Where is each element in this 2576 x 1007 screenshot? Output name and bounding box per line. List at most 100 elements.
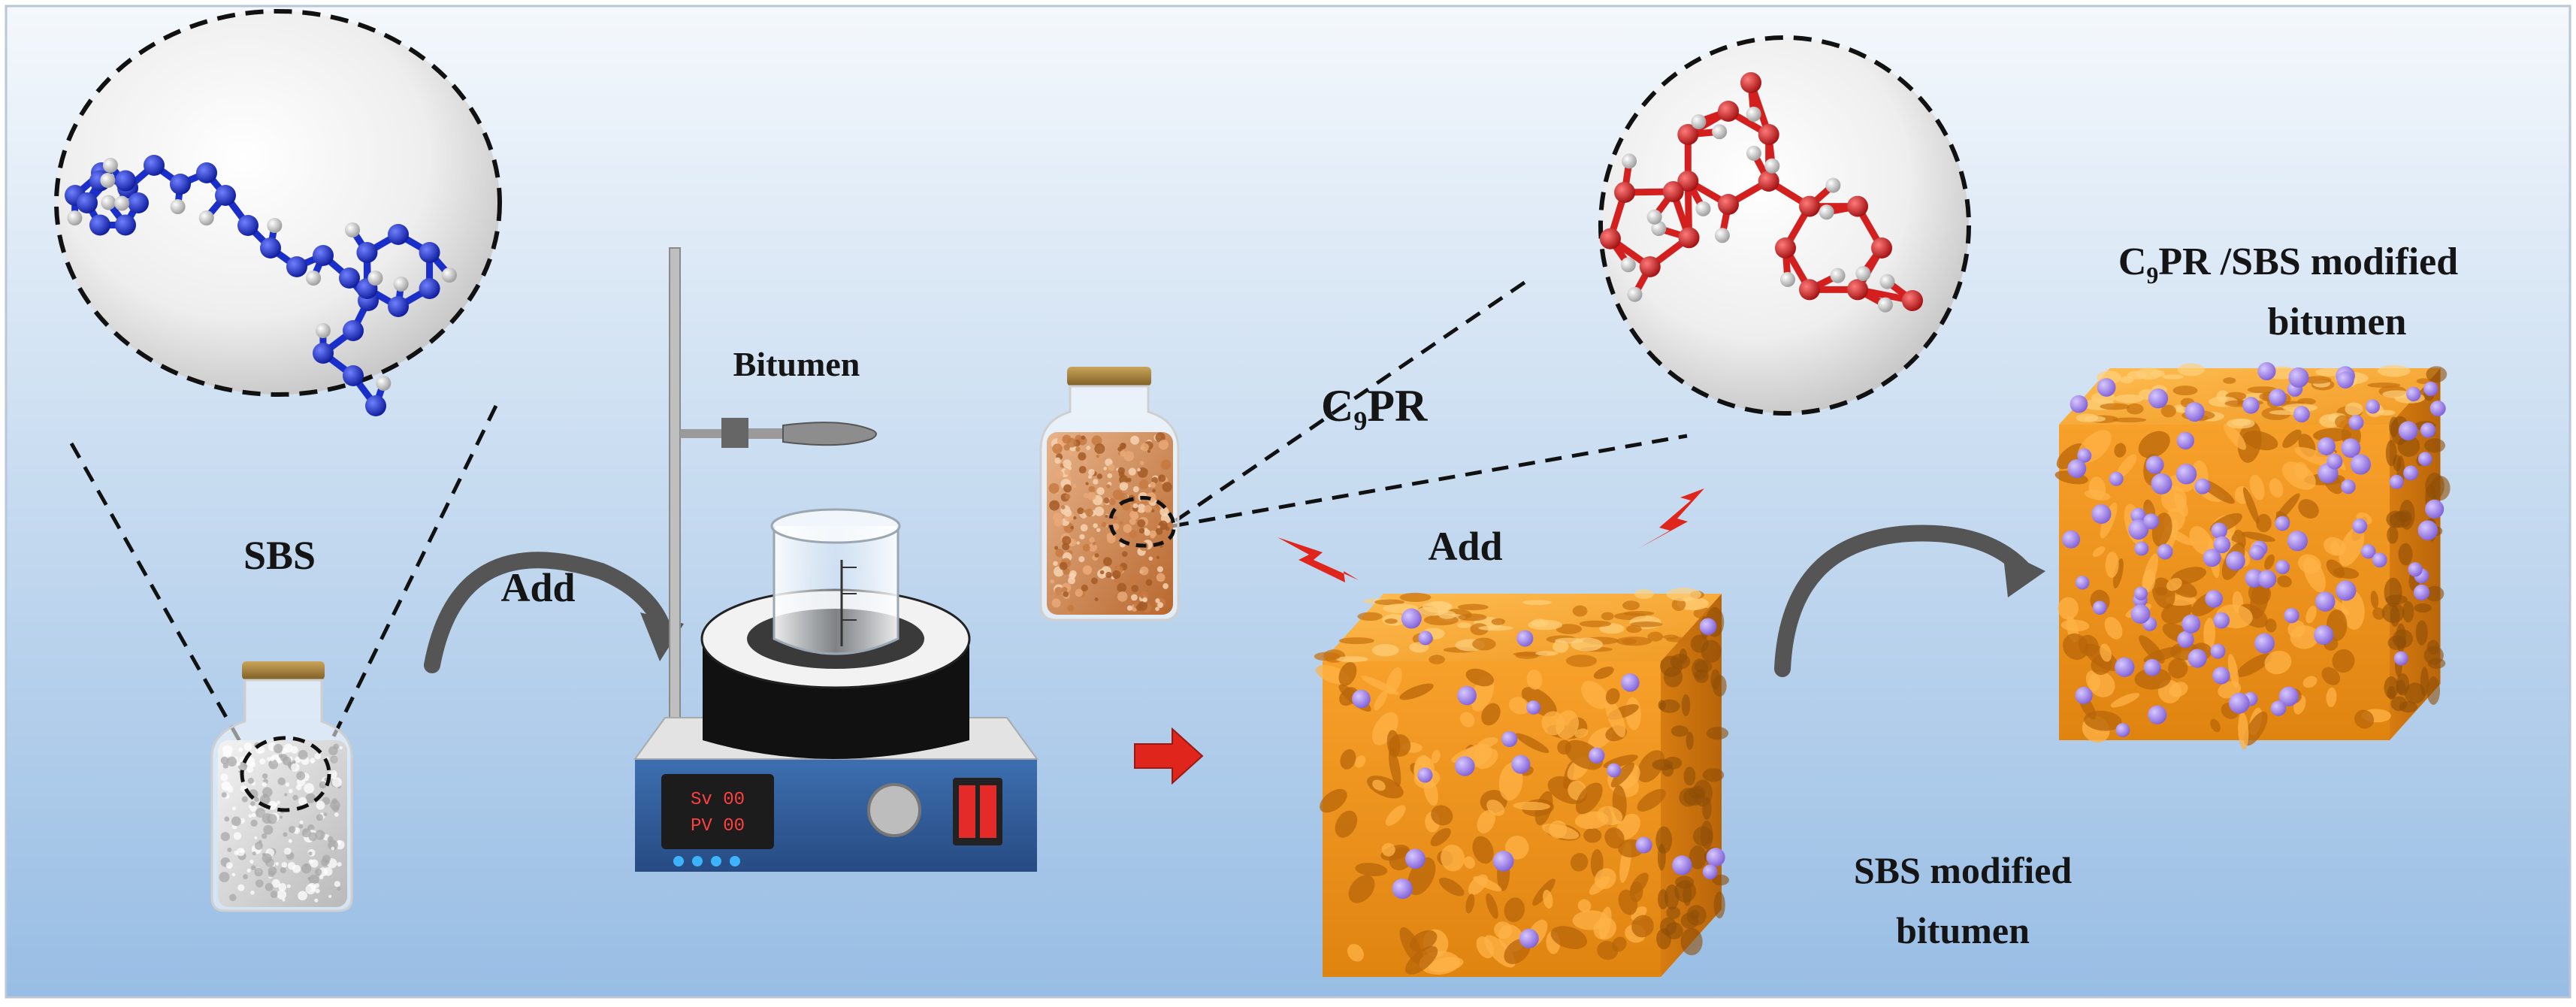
polymer-particle (2366, 399, 2380, 413)
granule (1155, 606, 1160, 611)
granule (1093, 479, 1098, 484)
pore (1679, 649, 1687, 664)
hydrogen-atom (267, 218, 282, 233)
polymer-particle (2336, 580, 2356, 600)
polymer-particle (2214, 536, 2231, 553)
polymer-particle (2131, 604, 2151, 624)
hydrogen-atom (1627, 287, 1642, 302)
polymer-particle (2093, 600, 2107, 615)
polymer-particle (2210, 644, 2225, 659)
polymer-particle (2211, 522, 2227, 539)
hydrogen-atom (394, 277, 409, 292)
polymer-particle (2414, 585, 2429, 600)
pore (1684, 767, 1696, 785)
carbon-atom (215, 185, 236, 206)
pore (2173, 386, 2198, 395)
pore (1647, 632, 1663, 642)
powder-grain (248, 778, 254, 784)
pore (2416, 620, 2428, 645)
polymer-particle (1636, 837, 1652, 854)
polymer-particle (2188, 649, 2207, 667)
powder-grain (243, 764, 246, 767)
granule (1087, 492, 1096, 500)
polymer-particle (2315, 591, 2335, 611)
granule (1129, 518, 1136, 525)
heater-button-1[interactable] (673, 856, 684, 866)
power-switch-right[interactable] (980, 785, 996, 838)
granule (1158, 474, 1166, 482)
pore (1667, 588, 1701, 601)
powder-grain (227, 848, 231, 852)
granule (1117, 591, 1128, 602)
granule (1067, 438, 1077, 448)
heater-knob[interactable] (869, 785, 920, 836)
pore (2223, 377, 2236, 384)
granule (1067, 605, 1074, 612)
polymer-particle (2242, 397, 2259, 413)
polymer-particle (1519, 929, 1539, 948)
granule (1097, 473, 1102, 479)
heater-button-3[interactable] (711, 856, 721, 866)
granule (1144, 505, 1151, 513)
granule (1131, 594, 1138, 601)
granule (1150, 482, 1156, 488)
carbon-atom (1663, 181, 1684, 202)
powder-grain (227, 757, 237, 767)
polymer-particle (2109, 472, 2124, 486)
pore (2162, 374, 2184, 380)
pore (1457, 622, 1471, 628)
powder-grain (244, 742, 252, 751)
pore (1683, 883, 1692, 906)
heater-button-4[interactable] (730, 856, 740, 866)
pore (1571, 638, 1603, 652)
granule (1096, 487, 1105, 495)
pore (2385, 594, 2407, 604)
polymer-particle (2184, 402, 2204, 422)
heater-button-2[interactable] (692, 856, 703, 866)
pore (1492, 618, 1505, 625)
polymer-particle (1700, 618, 1717, 635)
polymer-particle (2254, 634, 2275, 654)
hydrogen-atom (171, 199, 186, 214)
granule (1093, 523, 1098, 528)
powder-grain (262, 787, 272, 797)
granule (1073, 516, 1076, 519)
granule (1108, 473, 1113, 479)
carbon-atom (1871, 237, 1892, 259)
polymer-particle (2394, 652, 2408, 666)
powder-grain (330, 755, 337, 763)
powder-grain (331, 798, 337, 804)
granule (1073, 454, 1077, 458)
powder-grain (246, 766, 253, 773)
polymer-particle (1352, 690, 1371, 709)
c9pr-sbs-modified-bitumen-cube (2052, 362, 2451, 750)
power-switch-left[interactable] (959, 785, 975, 838)
pore (1702, 797, 1712, 819)
granule (1119, 471, 1125, 477)
pore (1658, 700, 1666, 709)
granule (1131, 585, 1138, 592)
powder-grain (250, 891, 255, 895)
carbon-atom (170, 174, 191, 195)
powder-grain (332, 777, 342, 787)
powder-grain (334, 812, 339, 817)
granule (1050, 579, 1054, 584)
granule (1075, 446, 1080, 451)
label-add-left: Add (500, 565, 575, 610)
hydrogen-atom (1879, 274, 1894, 289)
polymer-particle (1455, 756, 1474, 776)
polymer-particle (2408, 562, 2422, 576)
powder-grain (277, 800, 280, 804)
powder-grain (316, 801, 325, 810)
powder-grain (246, 869, 250, 872)
pore (1400, 593, 1432, 602)
granule (1096, 528, 1100, 532)
granule (1113, 516, 1117, 520)
hydrogen-atom (345, 222, 360, 237)
polymer-particle (2257, 362, 2275, 380)
powder-grain (262, 853, 272, 863)
granule (1130, 436, 1139, 445)
powder-grain (315, 869, 322, 876)
pore (2414, 603, 2431, 612)
pore (1713, 675, 1727, 697)
